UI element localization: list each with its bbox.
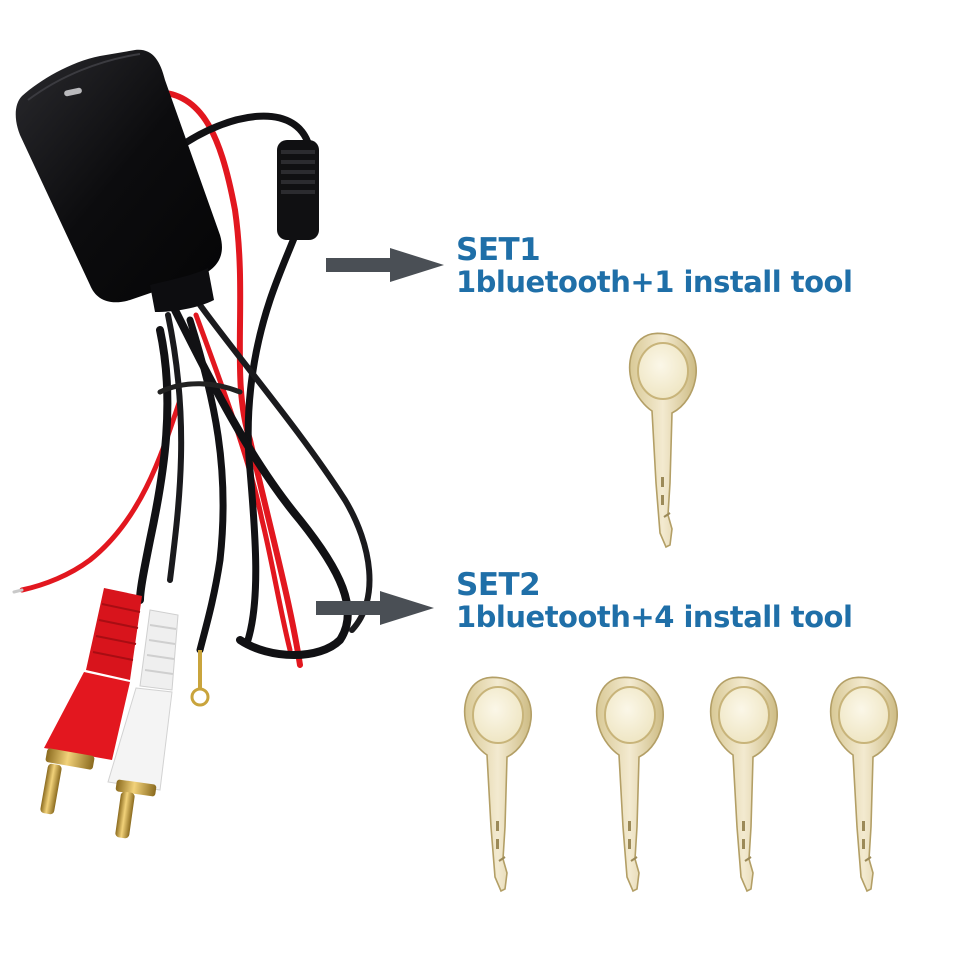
arrow-right-icon [316, 591, 434, 625]
cable-connector [277, 140, 319, 240]
install-tool-icon [829, 676, 899, 892]
ring-terminal [190, 650, 210, 707]
install-tool-icon [595, 676, 665, 892]
install-tool-icon [463, 676, 533, 892]
set1-label: SET1 1bluetooth+1 install tool [456, 232, 853, 300]
arrow-right-icon [326, 248, 444, 282]
rca-plug-white [107, 609, 179, 839]
install-tool-icon [709, 676, 779, 892]
install-tool-icon [628, 332, 698, 548]
set2-title: SET2 [456, 567, 541, 603]
cable-bundle [12, 88, 373, 668]
set1-description: 1bluetooth+1 install tool [456, 265, 853, 300]
rca-plug-red [40, 588, 142, 815]
set1-title: SET1 [456, 232, 541, 268]
set2-description: 1bluetooth+4 install tool [456, 600, 853, 635]
bluetooth-module [15, 49, 222, 312]
set2-label: SET2 1bluetooth+4 install tool [456, 567, 853, 635]
